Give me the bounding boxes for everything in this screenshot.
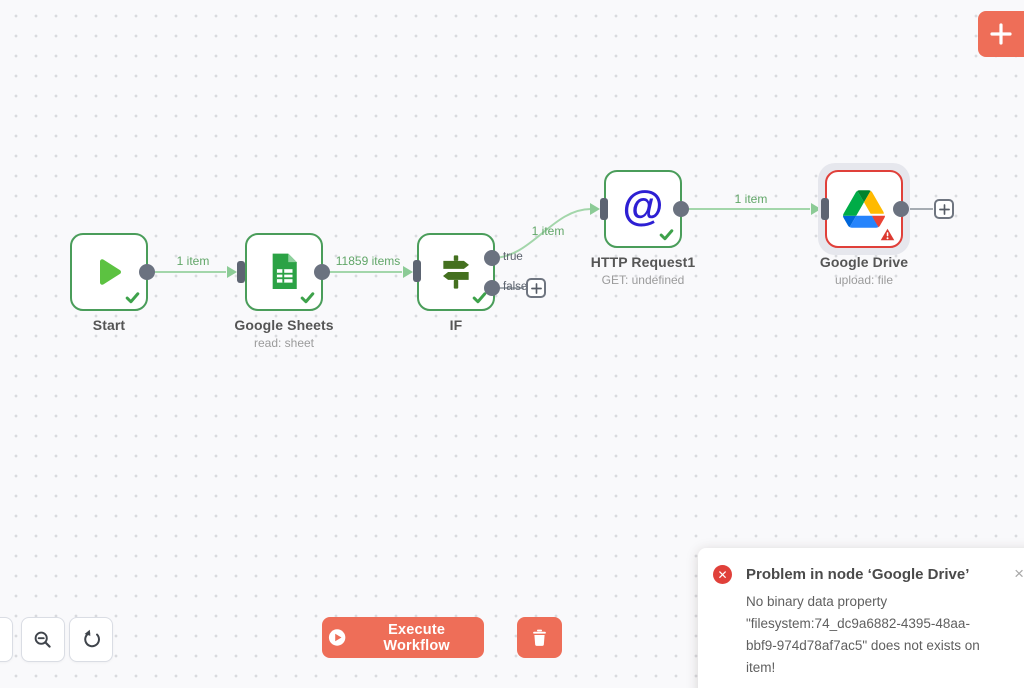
plus-icon — [938, 203, 950, 215]
false-port-label: false — [503, 281, 528, 293]
output-endpoint[interactable] — [673, 201, 689, 217]
node-title: Google Drive — [819, 254, 909, 270]
connection-label: 11859 items — [335, 254, 401, 268]
plus-icon — [990, 23, 1012, 45]
connection-label: 1 item — [176, 254, 210, 268]
toast-error-icon: ✕ — [713, 565, 732, 584]
output-endpoint[interactable] — [139, 264, 155, 280]
input-port[interactable] — [237, 261, 245, 283]
input-port[interactable] — [600, 198, 608, 220]
add-node-from-drive-button[interactable] — [934, 199, 954, 219]
success-check-icon — [125, 292, 140, 304]
execute-workflow-label: Execute Workflow — [383, 621, 450, 654]
add-node-from-false-button[interactable] — [526, 278, 546, 298]
node-title: IF — [449, 317, 463, 333]
reset-zoom-button[interactable] — [69, 617, 113, 662]
toast-close-icon[interactable]: × — [1014, 564, 1024, 583]
node-title: Start — [92, 317, 126, 333]
zoom-in-icon — [0, 630, 1, 650]
zoom-out-button[interactable] — [21, 617, 65, 662]
output-endpoint-true[interactable] — [484, 250, 500, 266]
google-sheets-icon — [272, 253, 297, 289]
play-icon — [100, 259, 121, 285]
node-if[interactable] — [417, 233, 495, 311]
zoom-in-button[interactable] — [0, 617, 13, 662]
output-endpoint[interactable] — [893, 201, 909, 217]
true-port-label: true — [503, 251, 523, 263]
connection-label: 1 item — [531, 224, 565, 238]
plus-icon — [530, 282, 542, 294]
add-node-button[interactable] — [978, 11, 1024, 57]
toast-title: Problem in node ‘Google Drive’ — [746, 566, 970, 583]
play-circle-icon — [328, 629, 346, 646]
node-subtitle: read: sheet — [253, 336, 315, 350]
success-check-icon — [659, 229, 674, 241]
node-subtitle: GET: undefined — [601, 273, 685, 287]
trash-icon — [533, 629, 546, 646]
input-port[interactable] — [413, 260, 421, 282]
node-start[interactable] — [70, 233, 148, 311]
output-endpoint-false[interactable] — [484, 280, 500, 296]
zoom-out-icon — [34, 631, 51, 648]
toast-message: No binary data property "filesystem:74_d… — [746, 594, 980, 675]
output-endpoint[interactable] — [314, 264, 330, 280]
node-title: Google Sheets — [234, 317, 334, 333]
error-toast: ✕ Problem in node ‘Google Drive’ × No bi… — [698, 548, 1024, 688]
map-signs-icon — [443, 255, 469, 289]
input-port[interactable] — [821, 198, 829, 220]
node-http-request1[interactable]: @ — [604, 170, 682, 248]
node-title: HTTP Request1 — [590, 254, 696, 270]
node-subtitle: upload: file — [834, 273, 894, 287]
reset-zoom-icon — [83, 629, 100, 648]
delete-workflow-button[interactable] — [517, 617, 562, 658]
node-google-drive[interactable] — [825, 170, 903, 248]
success-check-icon — [472, 292, 487, 304]
error-warning-icon — [880, 228, 895, 241]
node-google-sheets[interactable] — [245, 233, 323, 311]
success-check-icon — [300, 292, 315, 304]
at-sign-icon: @ — [622, 182, 664, 229]
execute-workflow-button[interactable]: Execute Workflow — [322, 617, 484, 658]
google-drive-icon — [843, 190, 885, 228]
connection-label: 1 item — [734, 192, 768, 206]
